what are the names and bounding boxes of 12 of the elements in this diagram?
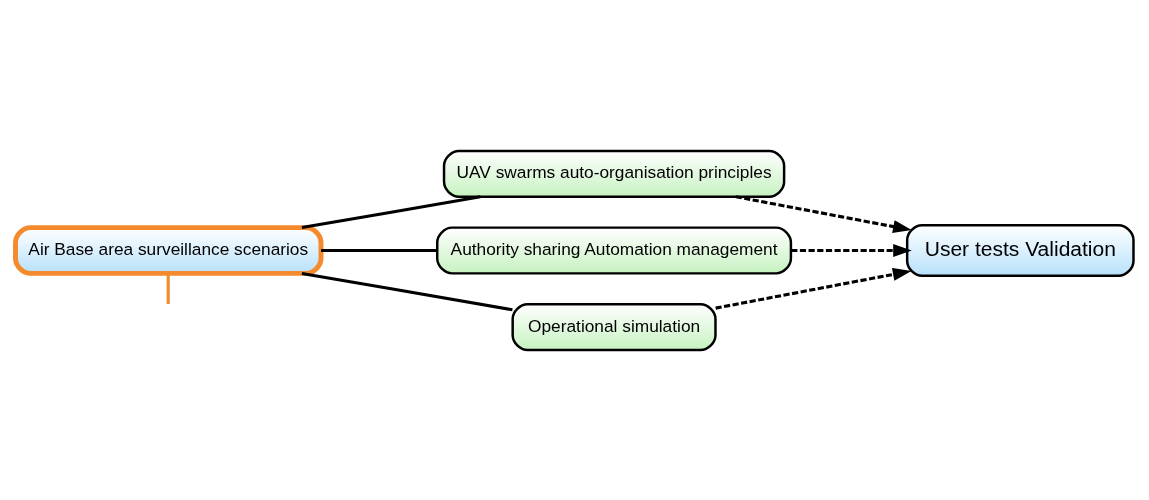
node-box: User tests Validation bbox=[905, 223, 1135, 277]
connector bbox=[321, 248, 438, 252]
connector bbox=[301, 194, 481, 229]
node-box: UAV swarms auto-organisation principles bbox=[442, 149, 786, 198]
connector bbox=[166, 273, 170, 304]
arrow bbox=[715, 267, 912, 310]
node-box: Operational simulation bbox=[511, 302, 717, 351]
arrow bbox=[791, 243, 912, 257]
node-box: Air Base area surveillance scenarios bbox=[13, 224, 324, 276]
connector bbox=[301, 271, 513, 311]
arrow bbox=[735, 194, 912, 233]
node-box: Authority sharing Automation management bbox=[436, 225, 793, 275]
